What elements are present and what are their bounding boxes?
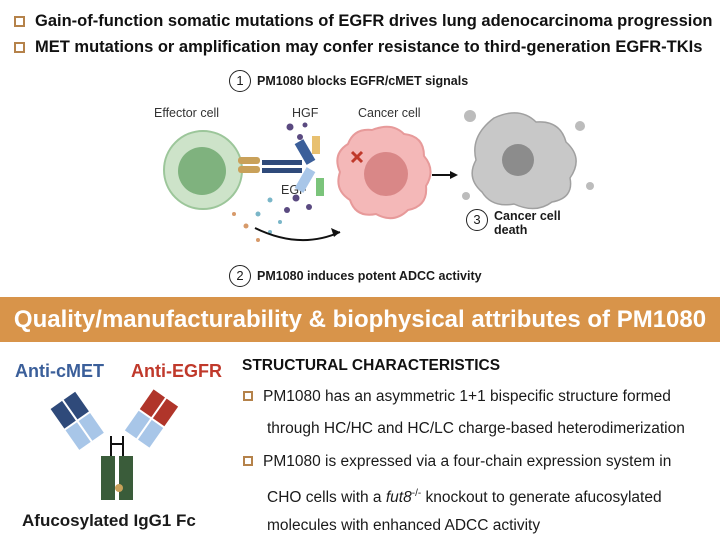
bispecific-antibody-icon — [50, 389, 179, 500]
bullet-egfr-text: Gain-of-function somatic mutations of EG… — [35, 12, 713, 30]
step-3-text-line1: Cancer cell — [494, 209, 561, 223]
effector-cell-label: Effector cell — [154, 106, 220, 120]
bullet-square-icon — [14, 16, 25, 27]
bullet-square-icon — [243, 391, 253, 401]
gene-name: fut8 — [385, 489, 412, 507]
bullet-met: MET mutations or amplification may confe… — [14, 38, 702, 57]
anti-egfr-label: Anti-EGFR — [131, 361, 222, 381]
anti-cmet-label: Anti-cMET — [15, 361, 104, 381]
hgf-label: HGF — [292, 106, 319, 120]
bullet-met-text: MET mutations or amplification may confe… — [35, 38, 703, 56]
step-3: 3 Cancer cell death — [466, 209, 561, 237]
step-3-text-line2: death — [494, 223, 528, 237]
antibody-binding-icon — [262, 136, 324, 196]
structure-point-2-pre: CHO cells with a — [267, 489, 386, 507]
blocked-signal-icon — [350, 150, 364, 164]
gene-sup: -/- — [411, 488, 422, 499]
structure-point-2-post: knockout to generate afucosylated — [421, 489, 662, 507]
bullet-square-icon — [14, 42, 25, 53]
structure-point-2-line2: CHO cells with a fut8-/- knockout to gen… — [243, 478, 662, 514]
structure-title: STRUCTURAL CHARACTERISTICS — [242, 357, 501, 374]
step-1-text: PM1080 blocks EGFR/cMET signals — [257, 74, 469, 88]
step-2-number: 2 — [229, 265, 251, 287]
adcc-arrow-icon — [254, 227, 341, 242]
structure-point-1-line2: through HC/HC and HC/LC charge-based het… — [267, 420, 685, 437]
ligand-dots — [232, 122, 312, 242]
structure-point-1-text: PM1080 has an asymmetric 1+1 bispecific … — [263, 388, 671, 405]
structure-point-2-line1: PM1080 is expressed via a four-chain exp… — [243, 446, 671, 478]
section-banner: Quality/manufacturability & biophysical … — [0, 297, 720, 342]
cancer-cell-label: Cancer cell — [358, 106, 421, 120]
structure-point-2-line3: molecules with enhanced ADCC activity — [267, 517, 541, 534]
fc-receptor-icon — [238, 157, 260, 173]
structure-point-1-line1: PM1080 has an asymmetric 1+1 bispecific … — [243, 381, 671, 413]
mechanism-illustration — [163, 110, 594, 242]
cancer-cell-icon — [336, 125, 432, 220]
structure-point-2-text: PM1080 is expressed via a four-chain exp… — [263, 453, 672, 470]
bullet-square-icon — [243, 456, 253, 466]
step-2-text: PM1080 induces potent ADCC activity — [257, 269, 482, 283]
dead-cell-icon — [462, 110, 594, 210]
step-1-number: 1 — [229, 70, 251, 92]
fc-label: Afucosylated IgG1 Fc — [22, 511, 196, 530]
bullet-egfr: Gain-of-function somatic mutations of EG… — [14, 12, 713, 31]
effector-cell-icon — [163, 130, 243, 210]
step-3-number: 3 — [466, 209, 488, 231]
step-1: 1 PM1080 blocks EGFR/cMET signals — [229, 70, 468, 92]
step-2: 2 PM1080 induces potent ADCC activity — [229, 265, 482, 287]
